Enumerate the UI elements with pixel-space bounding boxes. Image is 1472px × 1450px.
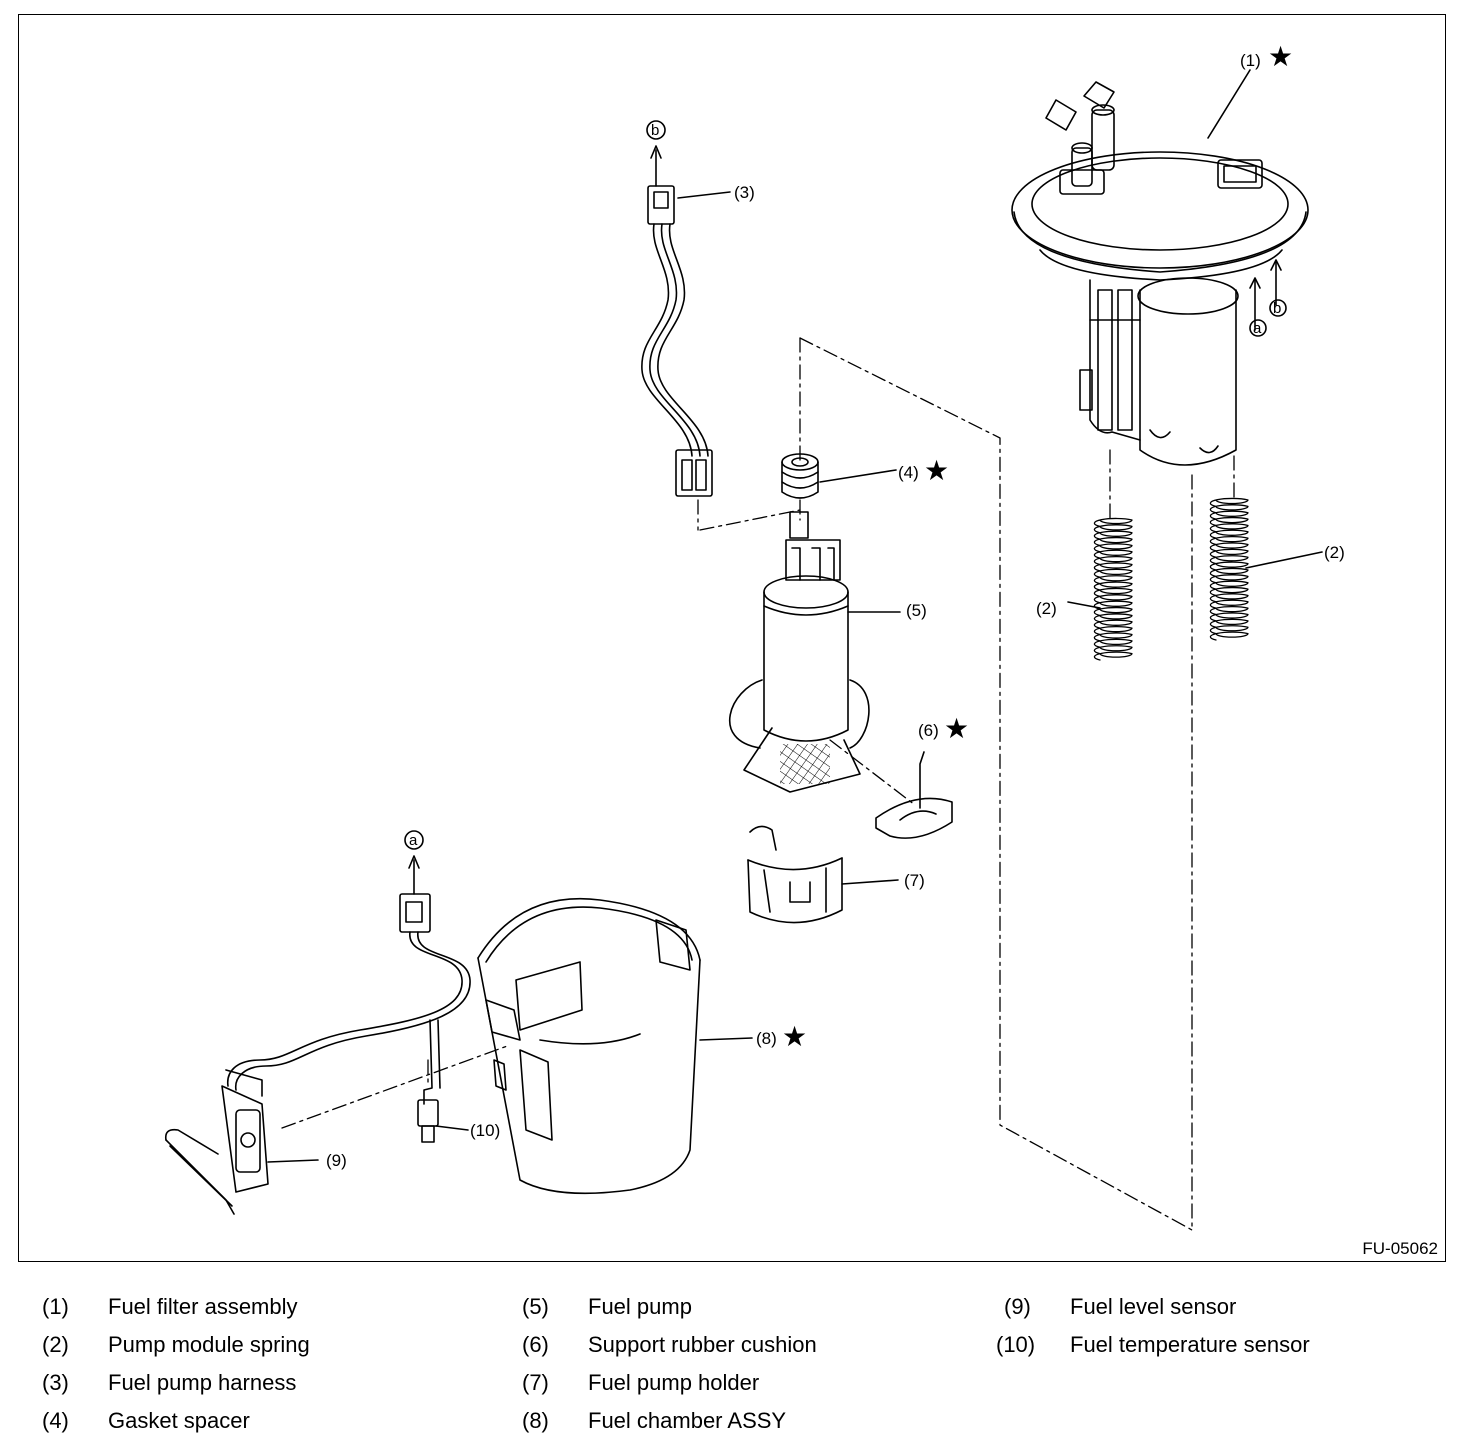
legend-number: (4) bbox=[42, 1408, 69, 1433]
legend-label: Fuel chamber ASSY bbox=[588, 1408, 787, 1433]
legend-number: (3) bbox=[42, 1370, 69, 1395]
connection-mark-b: b bbox=[651, 122, 659, 139]
callout-1: (1) bbox=[1240, 51, 1261, 70]
legend-number: (5) bbox=[522, 1294, 549, 1319]
connection-mark-b: b bbox=[1273, 300, 1281, 317]
fuel-level-sensor bbox=[164, 1069, 319, 1215]
legend-label: Fuel pump bbox=[588, 1294, 692, 1319]
star-icon: ★ bbox=[1268, 40, 1293, 73]
fuel-temperature-sensor bbox=[227, 830, 471, 1143]
callout-3: (3) bbox=[734, 183, 755, 202]
diagram-frame bbox=[18, 14, 1446, 1262]
callout-2-right: (2) bbox=[1324, 543, 1345, 562]
legend-number: (10) bbox=[996, 1332, 1036, 1357]
parts-legend: (1) Fuel filter assembly (2) Pump module… bbox=[0, 1292, 1472, 1442]
legend-label: Fuel pump harness bbox=[108, 1370, 297, 1395]
legend-number: (7) bbox=[522, 1370, 549, 1395]
exploded-diagram: (1) ★ (2) (2) (3) (4) ★ (5) (6) ★ (7) (8… bbox=[164, 40, 1438, 1258]
connection-mark-a: a bbox=[1253, 320, 1262, 337]
legend-number: (6) bbox=[522, 1332, 549, 1357]
pump-module-spring-left bbox=[1093, 517, 1133, 661]
pump-module-spring-right bbox=[1209, 497, 1249, 641]
fuel-pump-holder bbox=[747, 825, 899, 924]
legend-label: Fuel filter assembly bbox=[108, 1294, 298, 1319]
legend-number: (8) bbox=[522, 1408, 549, 1433]
star-icon: ★ bbox=[782, 1020, 807, 1053]
callout-2-left: (2) bbox=[1036, 599, 1057, 618]
legend-label: Pump module spring bbox=[108, 1332, 310, 1357]
legend-label: Fuel temperature sensor bbox=[1070, 1332, 1310, 1357]
fuel-chamber-assy bbox=[477, 897, 753, 1195]
support-rubber-cushion bbox=[875, 751, 953, 839]
legend-label: Support rubber cushion bbox=[588, 1332, 817, 1357]
legend-label: Gasket spacer bbox=[108, 1408, 250, 1433]
callout-9: (9) bbox=[326, 1151, 347, 1170]
callout-7: (7) bbox=[904, 871, 925, 890]
callout-6: (6) bbox=[918, 721, 939, 740]
fuel-pump bbox=[728, 511, 901, 793]
callout-5: (5) bbox=[906, 601, 927, 620]
callout-4: (4) bbox=[898, 463, 919, 482]
legend-label: Fuel pump holder bbox=[588, 1370, 760, 1395]
figure-code: FU-05062 bbox=[1362, 1239, 1438, 1258]
legend-label: Fuel level sensor bbox=[1070, 1294, 1237, 1319]
legend-number: (9) bbox=[1004, 1294, 1031, 1319]
legend-number: (1) bbox=[42, 1294, 69, 1319]
connection-mark-a: a bbox=[409, 832, 418, 849]
gasket-spacer bbox=[781, 453, 897, 499]
fuel-pump-harness bbox=[641, 120, 731, 497]
star-icon: ★ bbox=[924, 454, 949, 487]
star-icon: ★ bbox=[944, 712, 969, 745]
fuel-filter-assembly bbox=[1011, 69, 1309, 466]
callout-10: (10) bbox=[470, 1121, 500, 1140]
legend-number: (2) bbox=[42, 1332, 69, 1357]
callout-8: (8) bbox=[756, 1029, 777, 1048]
